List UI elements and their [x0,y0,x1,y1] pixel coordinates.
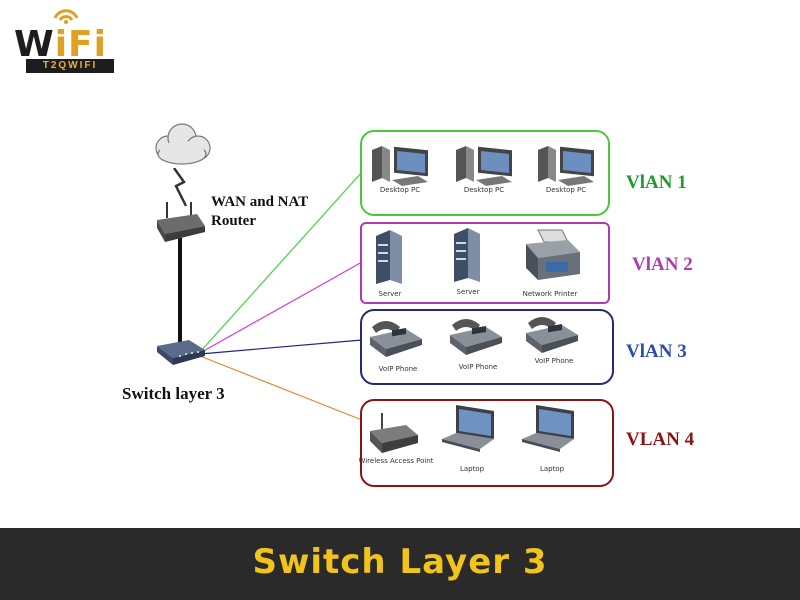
brand-logo: WiFi T2QWIFI [14,6,114,73]
wifi-signal-icon [53,9,79,24]
vlan4-device-1: Wireless Access Point [358,411,434,465]
connection-lines [178,171,363,421]
vlan2-group: Server Server Network Printer [360,222,610,304]
vlan2-label: VlAN 2 [632,254,693,275]
server-icon [376,230,402,284]
footer-title: Switch Layer 3 [252,542,548,582]
voip-phone-icon [450,319,502,355]
vlan2-device-1: Server [372,228,412,298]
vlan1-device-1: Desktop PC [368,138,432,194]
footer-banner: Switch Layer 3 [0,528,800,600]
link-vlan3 [199,339,363,355]
desktop-pc-icon [372,146,428,186]
desktop-pc-icon [538,146,594,186]
vlan3-device-3: VoIP Phone [522,313,584,365]
link-vlan1 [199,171,363,353]
vlan3-device-2: VoIP Phone [446,315,508,371]
voip-phone-icon [526,317,578,353]
vlan4-device-2: Laptop [440,403,502,473]
switch-icon [157,340,205,365]
brand-wordmark: WiFi [14,24,107,65]
vlan3-device-1: VoIP Phone [366,317,428,373]
desktop-pc-icon [456,146,512,186]
cloud-icon [155,123,211,165]
link-vlan2 [199,261,363,354]
voip-phone-icon [370,321,422,357]
brand-tagline: T2QWIFI [26,59,114,73]
vlan4-device-3: Laptop [520,403,582,473]
vlan3-label: VlAN 3 [626,341,687,362]
vlan4-label: VLAN 4 [626,429,695,450]
vlan4-group: Wireless Access Point Laptop Laptop [358,399,614,487]
server-icon [454,228,480,282]
lightning-icon [172,168,188,207]
printer-icon [526,229,580,280]
router-label: WAN and NAT Router [211,194,309,229]
vlan2-device-2: Server [450,226,490,296]
vlan1-group: Desktop PC Desktop PC Desktop PC [360,130,610,216]
vlan3-group: VoIP Phone VoIP Phone VoIP Phone [360,309,614,385]
access-point-icon [370,413,418,453]
link-vlan4 [199,355,363,421]
switch-label: Switch layer 3 [122,384,225,403]
vlan2-device-3: Network Printer [522,228,582,298]
vlan1-device-2: Desktop PC [452,138,516,194]
vlan1-label: VlAN 1 [626,172,687,193]
laptop-icon [442,405,494,452]
laptop-icon [522,405,574,452]
vlan1-device-3: Desktop PC [534,138,598,194]
router-icon [157,202,205,242]
